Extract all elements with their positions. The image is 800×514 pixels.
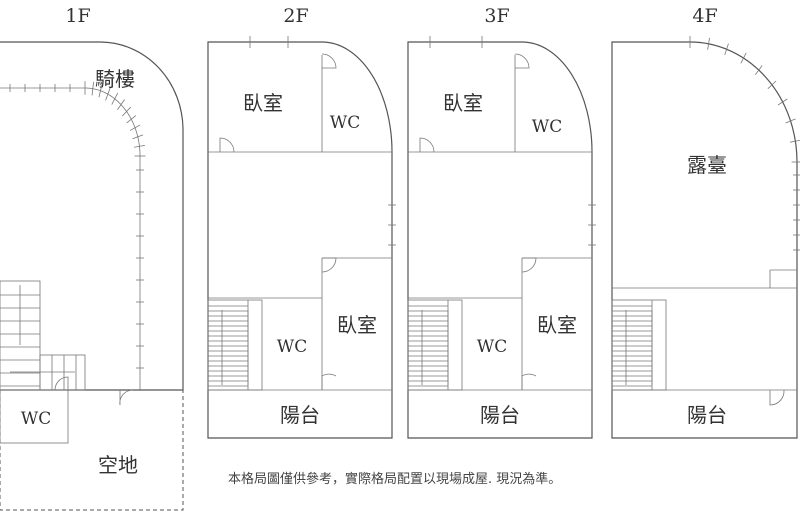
- drawing-line: [724, 43, 729, 55]
- room-open-space: 空地: [98, 453, 138, 477]
- floor-label-3f: 3F: [484, 5, 509, 27]
- room-wc-2f-top: WC: [330, 113, 360, 133]
- drawing-line: [133, 144, 145, 148]
- drawing-line: [132, 134, 144, 140]
- room-bedroom-2f-top: 臥室: [243, 91, 283, 115]
- drawing-line: [707, 37, 710, 50]
- room-balcony-2f: 陽台: [280, 403, 320, 427]
- room-wc-3f-top: WC: [532, 117, 562, 137]
- room-terrace: 露臺: [687, 153, 727, 177]
- drawing-line: [767, 80, 777, 90]
- floor-plan-1f: 騎樓 WC 空地: [0, 41, 184, 511]
- room-wc-1f: WC: [21, 409, 51, 429]
- drawing-line: [105, 87, 111, 101]
- room-wc-2f-bottom: WC: [277, 337, 307, 357]
- drawing-line: [91, 81, 95, 96]
- room-bedroom-3f-bottom: 臥室: [537, 313, 577, 337]
- drawing-line: [785, 118, 796, 124]
- room-balcony-4f: 陽台: [687, 403, 727, 427]
- drawing-line: [126, 115, 137, 124]
- floor-plan-4f: 露臺 陽台: [611, 41, 798, 439]
- drawing-line: [755, 65, 763, 75]
- drawing-line: [790, 139, 800, 143]
- drawing-line: [122, 106, 132, 117]
- floor-plan-2f: 臥室 WC WC 臥室 陽台: [207, 41, 393, 439]
- drawing-line: [777, 98, 788, 106]
- room-bedroom-3f-top: 臥室: [443, 91, 483, 115]
- room-wc-3f-bottom: WC: [477, 337, 507, 357]
- drawing-line: [129, 124, 141, 131]
- drawing-line: [740, 52, 747, 64]
- floor-plan-3f: 臥室 WC WC 臥室 陽台: [407, 41, 593, 439]
- drawing-line: [98, 84, 103, 98]
- floor-label-1f: 1F: [65, 5, 90, 27]
- disclaimer-note: 本格局圖僅供參考，實際格局配置以現場成屋. 現況為準。: [228, 471, 561, 487]
- floor-label-2f: 2F: [283, 5, 308, 27]
- room-balcony-3f: 陽台: [480, 403, 520, 427]
- floor-label-4f: 4F: [692, 5, 717, 27]
- drawing-line: [111, 92, 119, 105]
- room-bedroom-2f-bottom: 臥室: [337, 313, 377, 337]
- drawing-line: [117, 99, 125, 110]
